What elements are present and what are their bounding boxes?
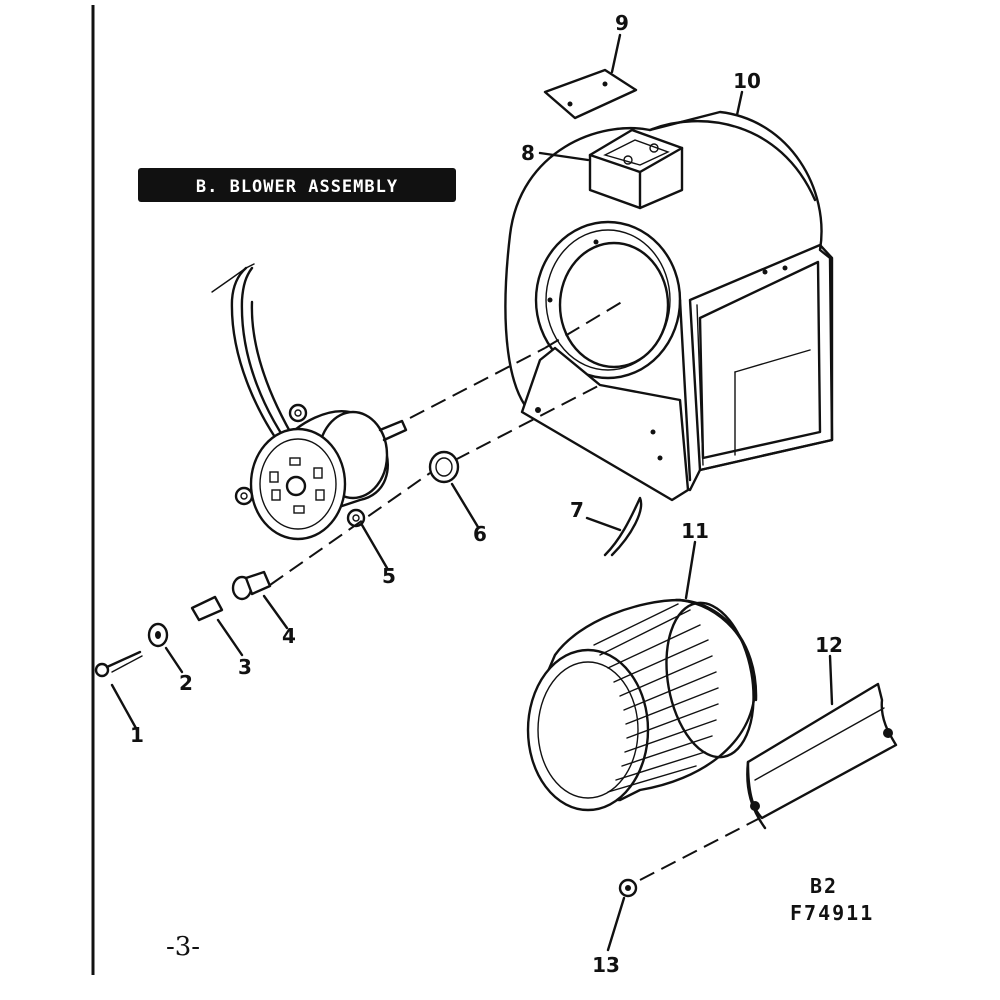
junction-box [588, 128, 684, 210]
callout-13: 13 [592, 953, 620, 977]
leader-lines [110, 33, 834, 952]
part-4-nut-sleeve [231, 570, 272, 601]
callout-5: 5 [382, 564, 396, 588]
callout-3: 3 [238, 655, 252, 679]
junction-box-cover-plate [543, 68, 638, 120]
cutoff-plate [746, 682, 898, 830]
part-7-clip [603, 496, 643, 557]
title-band-text: B. BLOWER ASSEMBLY [196, 177, 398, 197]
assembly-dash-lines [269, 299, 761, 881]
part-2-washer [147, 622, 169, 648]
blower-wheel [526, 598, 758, 812]
title-band: B. BLOWER ASSEMBLY [138, 168, 456, 202]
callout-7: 7 [570, 498, 584, 522]
part-1-bolt [94, 650, 143, 678]
part-13-screw [618, 878, 638, 898]
callout-4: 4 [282, 624, 296, 648]
callout-9: 9 [615, 11, 629, 35]
callout-2: 2 [179, 671, 193, 695]
callout-6: 6 [473, 522, 487, 546]
callout-10: 10 [733, 69, 761, 93]
diagram-code-line-1: B2 [810, 874, 838, 898]
wheel-blades [593, 603, 719, 793]
callout-8: 8 [521, 141, 535, 165]
callout-12: 12 [815, 633, 843, 657]
part-6-grommet [428, 450, 460, 484]
blower-motor [211, 263, 408, 541]
callout-labels: 1 2 3 4 5 6 7 8 9 10 11 12 13 [130, 11, 843, 977]
part-3-spacer [190, 595, 224, 622]
page-number: -3- [166, 932, 200, 962]
callout-1: 1 [130, 723, 144, 747]
motor-mount-bracket [520, 346, 690, 502]
callout-11: 11 [681, 519, 709, 543]
diagram-code-line-2: F74911 [790, 901, 874, 925]
